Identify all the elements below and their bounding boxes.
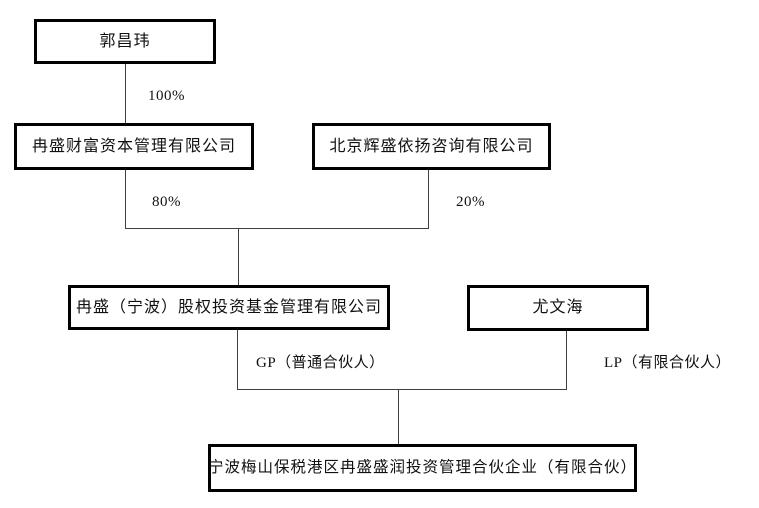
- edge-label-80-percent: 80%: [152, 194, 181, 210]
- edge-ningbo-drop-line: [237, 330, 238, 389]
- node-you-wenhai: 尤文海: [467, 285, 649, 331]
- edge-to-ningbo-line: [238, 228, 239, 285]
- edge-merge-horizontal-line-2: [237, 389, 567, 390]
- edge-label-gp-general-partner: GP（普通合伙人）: [256, 355, 385, 371]
- edge-label-lp-limited-partner: LP（有限合伙人）: [604, 355, 732, 371]
- node-ransheng-wealth: 冉盛财富资本管理有限公司: [14, 123, 254, 170]
- edge-label-20-percent: 20%: [456, 194, 485, 210]
- edge-label-100-percent: 100%: [148, 88, 185, 104]
- node-ningbo-meishan: 宁波梅山保税港区冉盛盛润投资管理合伙企业（有限合伙）: [208, 444, 637, 492]
- edge-huisheng-drop-line: [428, 170, 429, 228]
- edge-wealth-drop-line: [125, 170, 126, 228]
- edge-guo-to-wealth-line: [125, 64, 126, 123]
- edge-merge-horizontal-line-1: [125, 228, 429, 229]
- node-ransheng-ningbo: 冉盛（宁波）股权投资基金管理有限公司: [68, 285, 390, 330]
- edge-youwenhai-drop-line: [566, 331, 567, 389]
- edge-to-meishan-line: [398, 389, 399, 444]
- node-beijing-huisheng: 北京辉盛依扬咨询有限公司: [312, 123, 551, 170]
- node-guo-changwei: 郭昌玮: [34, 19, 216, 64]
